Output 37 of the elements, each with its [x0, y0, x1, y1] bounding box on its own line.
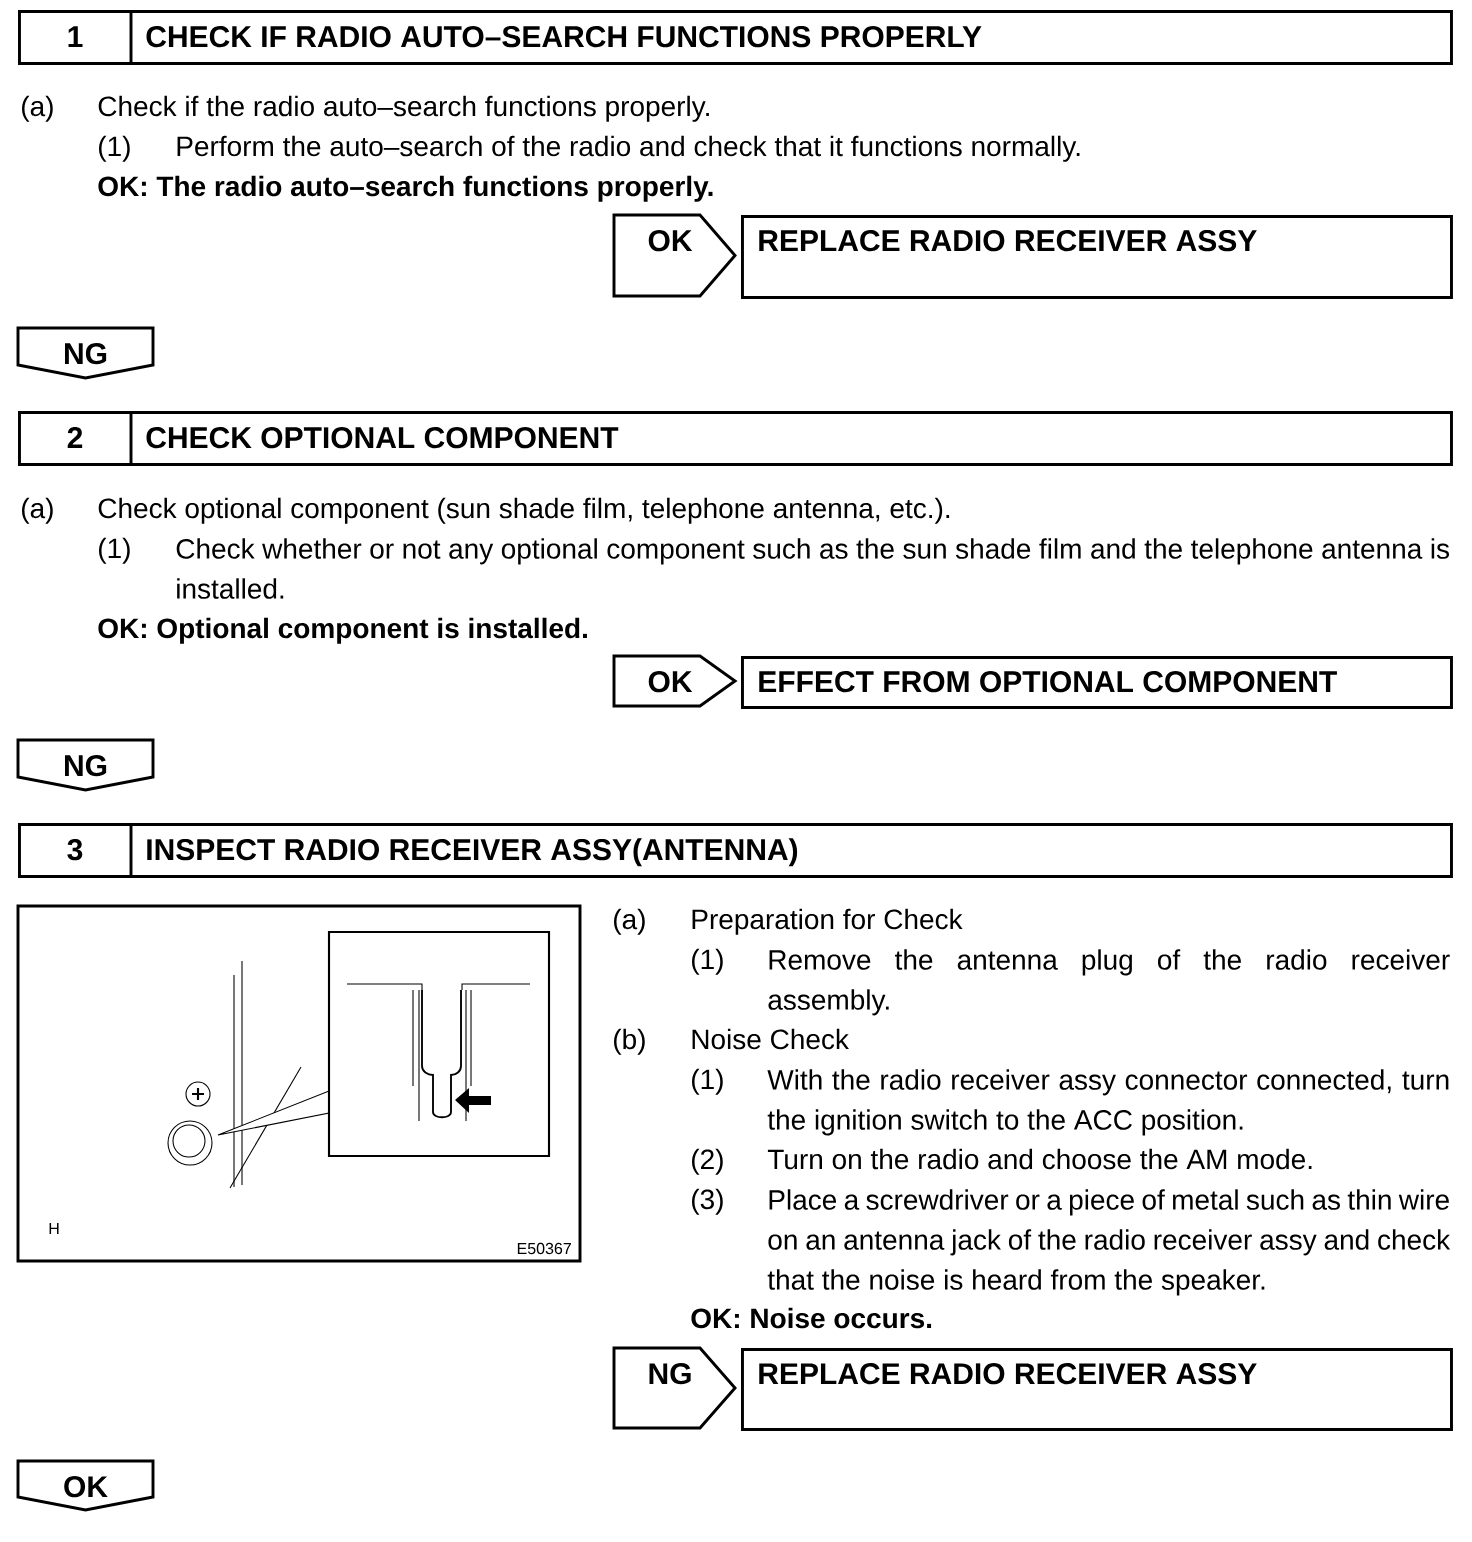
- list-marker: (1): [99, 135, 130, 162]
- instruction-text: Check if the radio auto–search functions properly.: [98, 95, 709, 122]
- instruction-text: Turn on the radio and choose the AM mode.: [767, 1148, 1312, 1170]
- result-tag: OK: [612, 213, 737, 298]
- result-tag: OK: [612, 654, 738, 708]
- figure-code: E50367: [517, 1242, 571, 1255]
- list-marker: (a): [22, 95, 53, 122]
- figure-code: H: [49, 1223, 59, 1234]
- criterion-text: OK: The radio auto–search functions properly.: [98, 175, 713, 202]
- criterion-text: OK: Optional component is installed.: [98, 617, 587, 644]
- list-marker: (a): [614, 908, 645, 935]
- result-tag: NG: [16, 326, 155, 380]
- instruction-text: Check optional component (sun shade film, telephone antenna, etc.).: [98, 497, 950, 524]
- instruction-text: With the radio receiver assy connector connected, turn the ignition switch to the ACC position.: [767, 1069, 1449, 1136]
- criterion-text: OK: Noise occurs.: [691, 1307, 932, 1329]
- instruction-text: Perform the auto–search of the radio and check that it functions normally.: [177, 135, 1080, 162]
- result-tag: NG: [612, 1346, 737, 1430]
- list-marker: (2): [692, 1148, 723, 1175]
- instruction-text: Noise Check: [692, 1028, 849, 1050]
- step-header: 1 CHECK IF RADIO AUTO–SEARCH FUNCTIONS PROPERLY: [18, 10, 1453, 65]
- list-marker: (1): [99, 537, 130, 564]
- list-marker: (b): [614, 1028, 645, 1055]
- instruction-text: Check whether or not any optional component such as the sun shade film and the telephone antenna is installed.: [176, 538, 1450, 599]
- instruction-text: Place a screwdriver or a piece of metal such as thin wire on an antenna jack of the radio receiver assy and check that the noise is heard from the speaker.: [767, 1189, 1451, 1296]
- list-marker: (3): [692, 1188, 723, 1215]
- list-marker: (1): [692, 1068, 723, 1095]
- result-tag: OK: [16, 1459, 155, 1512]
- list-marker: (a): [22, 497, 53, 524]
- list-marker: (1): [692, 948, 723, 975]
- action-box: REPLACE RADIO RECEIVER ASSY: [741, 215, 1453, 299]
- result-tag: NG: [16, 738, 155, 792]
- step-header: 2 CHECK OPTIONAL COMPONENT: [18, 411, 1453, 466]
- instruction-text: Remove the antenna plug of the radio receiver assembly.: [768, 949, 1450, 1016]
- action-box: EFFECT FROM OPTIONAL COMPONENT: [741, 656, 1453, 709]
- action-box: REPLACE RADIO RECEIVER ASSY: [741, 1348, 1453, 1431]
- instruction-text: Preparation for Check: [692, 908, 963, 935]
- step-header: 3 INSPECT RADIO RECEIVER ASSY(ANTENNA): [18, 823, 1453, 878]
